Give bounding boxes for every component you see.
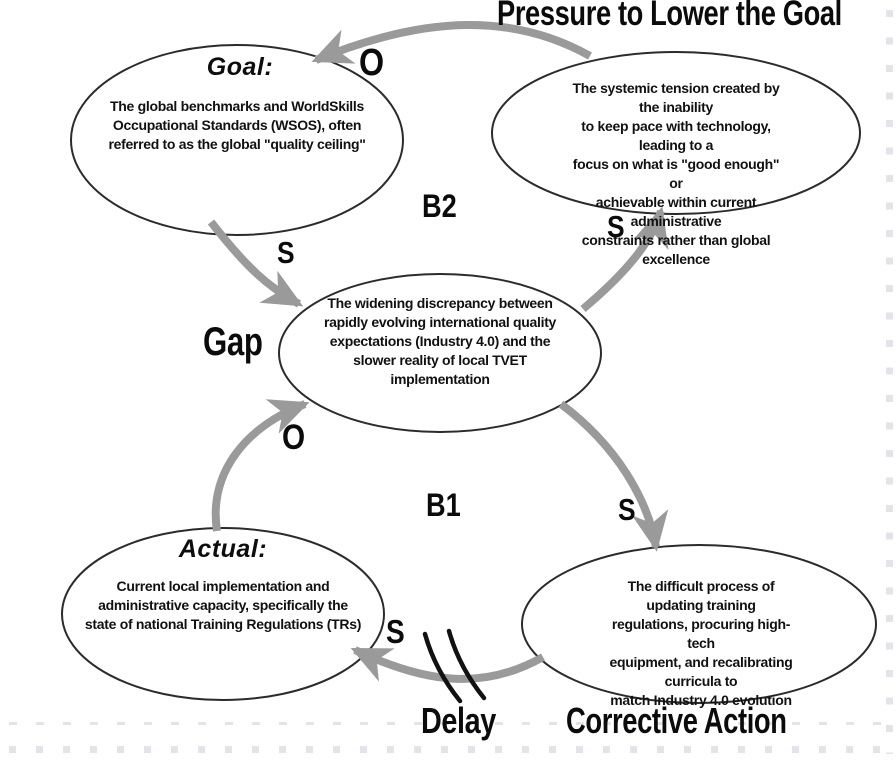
polarity-s-goal-to-gap: S [277,235,295,270]
actual-node-text: Current local implementation and adminis… [84,578,362,632]
goal-node-heading: Goal: [206,53,274,81]
polarity-s-gap-to-pressure: S [607,209,625,244]
dashed-border-bottom [9,722,887,725]
corrective-node-text: The difficult process of updating traini… [609,578,793,708]
actual-node-heading: Actual: [178,535,268,563]
arrow-gap-to-pressure [580,206,669,313]
diagram-title: Pressure to Lower the Goal [497,0,842,33]
loop-label-b1: B1 [426,487,461,523]
gap-node-ellipse [278,273,602,433]
corrective-node-ellipse [521,544,877,704]
actual-node-ellipse [61,527,385,701]
goal-node-ellipse [70,44,404,236]
pressure-node-text: The systemic tension created by the inab… [572,80,780,267]
corrective-action-label: Corrective Action [566,700,787,741]
arrow-goal-to-gap [207,219,304,308]
pressure-node-ellipse [491,51,861,215]
polarity-o-pressure-to-goal: O [359,42,385,84]
gap-node-text: The widening discrepancy between rapidly… [323,295,557,387]
goal-node-text: The global benchmarks and WorldSkills Oc… [108,98,366,152]
polarity-o-actual-to-gap: O [282,418,306,457]
dotted-border-right [886,10,893,754]
delay-mark-icon [446,628,487,701]
arrow-actual-to-gap [211,399,310,532]
arrow-pressure-to-goal [311,21,592,64]
polarity-s-gap-to-corrective: S [618,492,636,527]
arrow-corrective-to-actual [350,646,545,683]
arrow-gap-to-corrective [558,400,669,552]
loop-label-b2: B2 [422,188,457,224]
delay-mark-icon [422,631,463,704]
polarity-s-corrective-to-actual: S [386,613,405,650]
gap-label: Gap [203,320,263,364]
dotted-border-bottom [9,746,887,753]
delay-label: Delay [421,700,496,741]
